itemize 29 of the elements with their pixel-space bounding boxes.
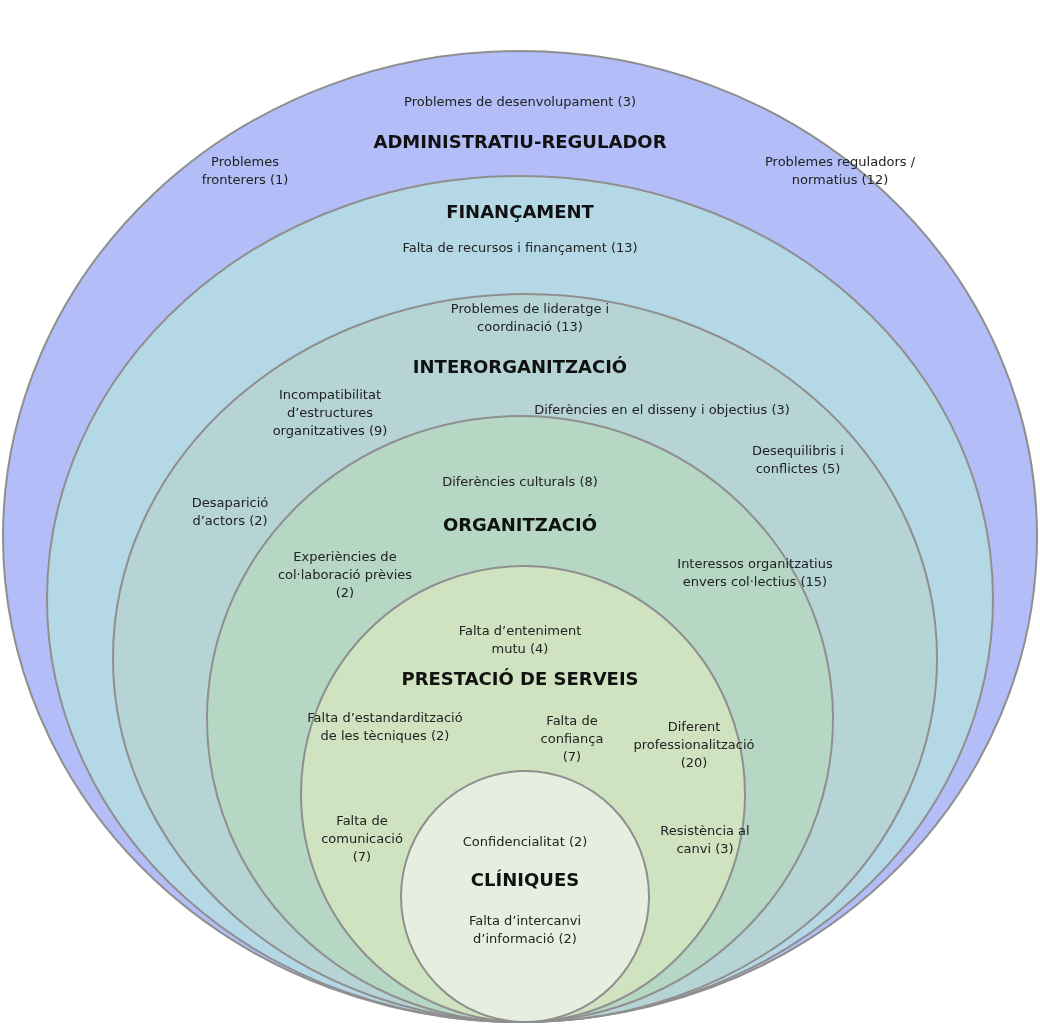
- barrier-label: Falta de recursos i finançament (13): [401, 239, 639, 257]
- barrier-label: Falta d’estandardització de les tècniques (2): [306, 709, 464, 745]
- barrier-label: Falta d’intercanvi d’informació (2): [467, 912, 583, 948]
- category-heading: CLÍNIQUES: [469, 869, 581, 891]
- category-heading: ADMINISTRATIU-REGULADOR: [372, 131, 668, 153]
- barrier-label: Problemes reguladors / normatius (12): [765, 153, 915, 189]
- barrier-label: Desaparició d’actors (2): [190, 494, 270, 530]
- barrier-label: Falta de comunicació (7): [320, 812, 404, 866]
- category-heading: INTERORGANITZACIÓ: [411, 356, 629, 378]
- barrier-label: Incompatibilitat d’estructures organitzatives (9): [271, 386, 389, 440]
- category-heading: ORGANITZACIÓ: [441, 514, 599, 536]
- barrier-label: Falta d’enteniment mutu (4): [457, 622, 583, 658]
- barrier-label: Experiències de col·laboració prèvies (2): [276, 548, 414, 602]
- circle-region: [2, 50, 1038, 1023]
- barrier-label: Falta de confiança (7): [539, 712, 605, 766]
- barrier-label: Diferent professionalització (20): [632, 718, 756, 772]
- barrier-label: Problemes de desenvolupament (3): [403, 93, 637, 111]
- barrier-label: Diferències en el disseny i objectius (3): [533, 401, 791, 419]
- barrier-label: Desequilibris i conflictes (5): [751, 442, 845, 478]
- barrier-label: Interessos organitzatius envers col·lectius (15): [676, 555, 834, 591]
- circle-region: [112, 293, 938, 1023]
- barrier-label: Confidencialitat (2): [461, 833, 589, 851]
- category-heading: PRESTACIÓ DE SERVEIS: [400, 668, 640, 690]
- barrier-label: Problemes fronterers (1): [200, 153, 290, 189]
- barrier-label: Diferències culturals (8): [441, 473, 599, 491]
- category-heading: FINANÇAMENT: [445, 201, 595, 223]
- barrier-label: Resistència al canvi (3): [659, 822, 751, 858]
- circle-region: [46, 175, 994, 1023]
- barrier-label: Problemes de lideratge i coordinació (13): [449, 300, 611, 336]
